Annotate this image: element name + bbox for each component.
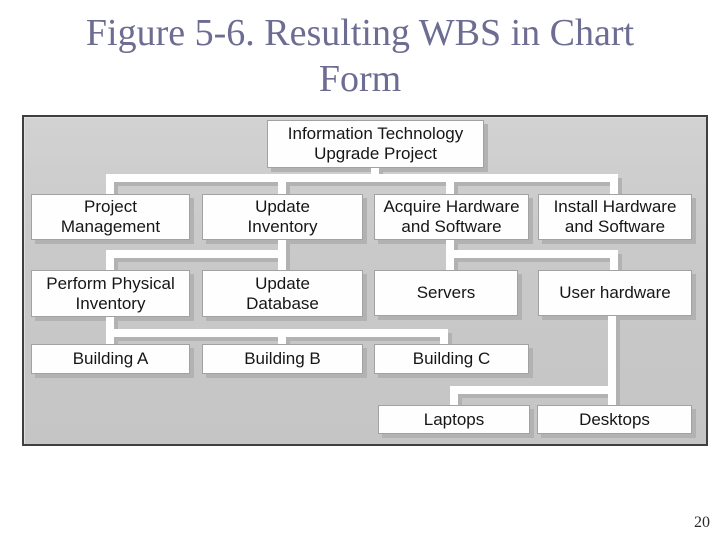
slide-title-line-2: Form: [318, 58, 402, 100]
page-number: 20: [694, 514, 710, 531]
figure-panel: [22, 115, 708, 446]
slide-title: Figure 5-6. Resulting WBS in Chart Form: [0, 10, 720, 102]
slide-title-line-1: Figure 5-6. Resulting WBS in Chart: [85, 12, 635, 54]
